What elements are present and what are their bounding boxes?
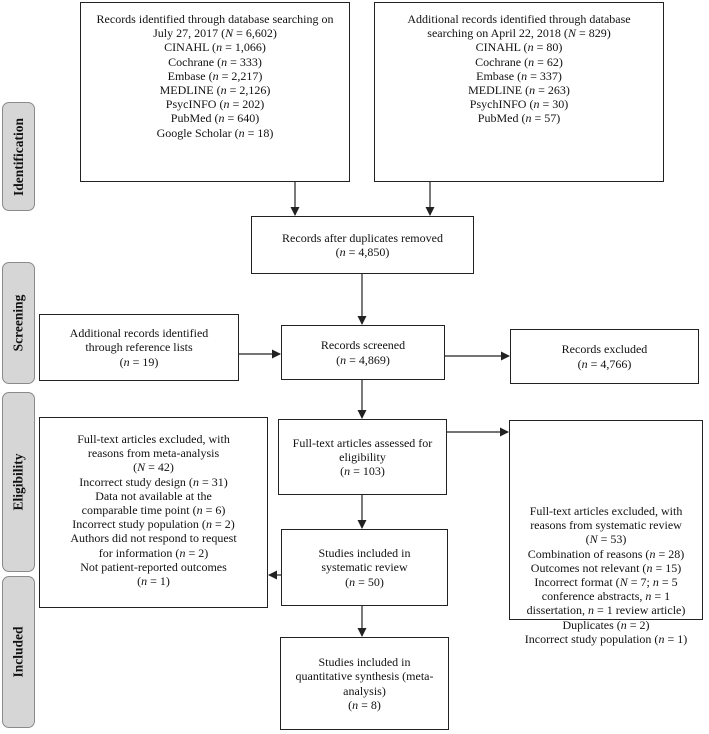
box-text-line: through reference lists xyxy=(85,340,193,355)
box-text-line: Duplicates (n = 2) xyxy=(562,617,650,632)
box-text-line: analysis) xyxy=(343,683,386,698)
box-text-line: July 27, 2017 (N = 6,602) xyxy=(153,26,277,41)
box-text-line: (n = 19) xyxy=(119,354,159,369)
box-text-line: Data not available at the xyxy=(95,488,212,503)
box-text-line: Studies included in xyxy=(318,655,411,670)
box-text-line: CINAHL (n = 1,066) xyxy=(164,40,266,55)
phase-identification: Identification xyxy=(2,102,35,211)
box-text-line: searching on April 22, 2018 (N = 829) xyxy=(427,26,611,41)
box-text-line: Outcomes not relevant (n = 15) xyxy=(530,560,682,575)
box-text-line: (N = 42) xyxy=(133,460,174,475)
box-text-line: reasons from systematic review xyxy=(530,518,682,533)
box-records-excluded: Records excluded(n = 4,766) xyxy=(510,329,699,384)
box-text-line: conference abstracts, n = 1 xyxy=(541,589,671,604)
box-text-line: Records screened xyxy=(320,338,406,353)
box-text-line: (n = 4,869) xyxy=(336,352,390,367)
box-text-line: Full-text articles excluded, with xyxy=(529,504,683,518)
box-text-line: reasons from meta-analysis xyxy=(87,446,220,461)
box-text-line: Records after duplicates removed xyxy=(282,230,443,245)
box-text-line: PubMed (n = 57) xyxy=(477,111,561,126)
box-text-line: MEDLINE (n = 2,126) xyxy=(159,83,271,98)
box-text-line: eligibility xyxy=(339,449,386,464)
phase-screening: Screening xyxy=(2,262,35,384)
box-text-line: (n = 103) xyxy=(340,464,385,479)
box-text-line: (n = 50) xyxy=(345,574,384,589)
box-text-line: Records excluded xyxy=(561,342,648,357)
box-text-line: Not patient-reported outcomes xyxy=(80,559,227,574)
box-text-line: PsycINFO (n = 202) xyxy=(165,97,265,112)
box-records-screened: Records screened(n = 4,869) xyxy=(281,325,445,380)
box-text-line: comparable time point (n = 6) xyxy=(81,503,226,518)
box-text-line: Cochrane (n = 333) xyxy=(168,54,262,69)
box-text-line: dissertation, n = 1 review article) xyxy=(526,603,686,618)
box-text-line: (n = 4,766) xyxy=(577,356,632,371)
box-text-line: (n = 1) xyxy=(137,574,170,589)
box-text-line: Google Scholar (n = 18) xyxy=(156,125,274,140)
box-text-line: Combination of reasons (n = 28) xyxy=(527,546,685,561)
box-text-line: MEDLINE (n = 263) xyxy=(468,83,570,98)
box-text-line: (N = 53) xyxy=(585,532,627,547)
box-text-line: systematic review xyxy=(321,560,408,575)
box-text-line: Incorrect study population (n = 1) xyxy=(524,631,688,646)
box-duplicates-removed: Records after duplicates removed(n = 4,8… xyxy=(251,216,474,274)
box-text-line: Additional records identified through da… xyxy=(407,12,631,26)
box-text-line: (n = 8) xyxy=(348,697,381,712)
box-text-line: Studies included in xyxy=(318,546,411,561)
box-text-line: Full-text articles assessed for xyxy=(292,435,433,450)
box-text-line: quantitative synthesis (meta- xyxy=(295,669,434,684)
box-text-line: Cochrane (n = 62) xyxy=(475,54,563,69)
box-text-line: Full-text articles excluded, with xyxy=(77,432,230,446)
box-database-search: Records identified through database sear… xyxy=(80,2,350,182)
box-text-line: Embase (n = 337) xyxy=(476,68,562,83)
box-text-line: CINAHL (n = 80) xyxy=(475,40,563,55)
box-text-line: Embase (n = 2,217) xyxy=(167,68,263,83)
box-text-line: PubMed (n = 640) xyxy=(170,111,260,126)
box-text-line: PsychINFO (n = 30) xyxy=(469,97,569,112)
box-text-line: Additional records identified xyxy=(69,326,209,341)
box-text-line: (n = 4,850) xyxy=(335,245,390,259)
phase-eligibility: Eligibility xyxy=(2,392,35,572)
box-text-line: Records identified through database sear… xyxy=(96,12,334,26)
box-additional-database-search: Additional records identified through da… xyxy=(374,2,664,182)
box-text-line: Incorrect format (N = 7; n = 5 xyxy=(534,575,678,590)
box-text-line: for information (n = 2) xyxy=(98,545,209,560)
phase-included: Included xyxy=(2,576,35,728)
box-text-line: Incorrect study design (n = 31) xyxy=(79,474,228,489)
box-text-line: Authors did not respond to request xyxy=(70,531,237,546)
box-text-line: Incorrect study population (n = 2) xyxy=(72,517,235,532)
